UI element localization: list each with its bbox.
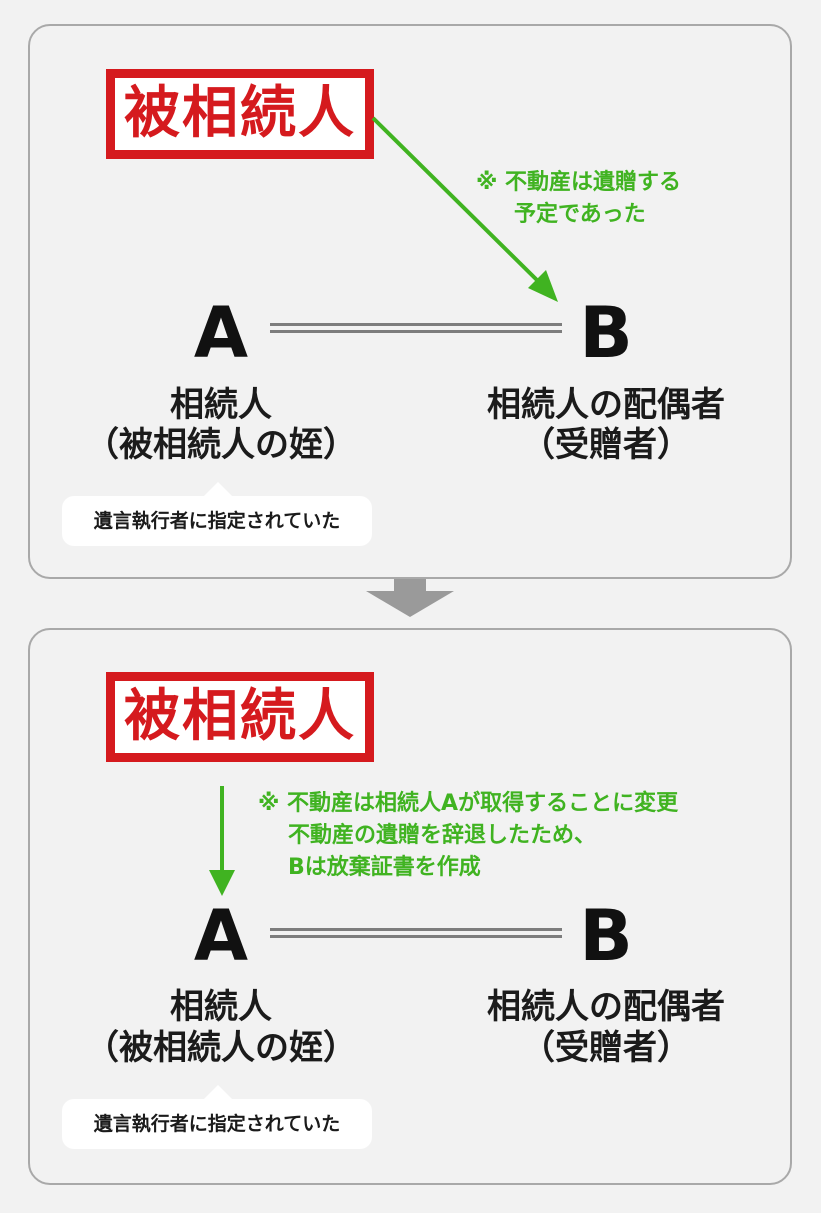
bequest-arrow-before bbox=[371, 116, 558, 302]
person-a-letter-after: A bbox=[193, 895, 249, 977]
person-a-detail-after: （被相続人の姪） bbox=[85, 1028, 357, 1068]
note-line: 予定であった bbox=[514, 202, 646, 227]
person-a-role-after: 相続人 bbox=[170, 987, 272, 1027]
note-before: ※ 不動産は遺贈する 予定であった bbox=[476, 167, 681, 231]
relation-line-after bbox=[270, 928, 562, 938]
person-b-role-after: 相続人の配偶者 bbox=[487, 987, 725, 1027]
note-line: ※ 不動産は遺贈する bbox=[476, 170, 682, 195]
decedent-box-before: 被相続人 bbox=[106, 69, 374, 159]
person-a-role-before: 相続人 bbox=[170, 385, 272, 425]
decedent-label: 被相続人 bbox=[124, 684, 356, 749]
note-line: ※ 不動産は相続人Aが取得することに変更 bbox=[258, 791, 679, 816]
decedent-label: 被相続人 bbox=[124, 81, 356, 146]
person-a-letter-before: A bbox=[193, 292, 249, 374]
decedent-box-after: 被相続人 bbox=[106, 672, 374, 762]
relation-line-before bbox=[270, 323, 562, 333]
note-line: Bは放棄証書を作成 bbox=[288, 855, 481, 880]
note-after: ※ 不動産は相続人Aが取得することに変更 不動産の遺贈を辞退したため、 Bは放棄… bbox=[258, 788, 678, 884]
person-a-detail-before: （被相続人の姪） bbox=[85, 425, 357, 465]
callout-text: 遺言執行者に指定されていた bbox=[93, 1113, 341, 1135]
person-b-letter-before: B bbox=[579, 292, 633, 374]
note-line: 不動産の遺贈を辞退したため、 bbox=[288, 823, 597, 848]
executor-callout-after: 遺言執行者に指定されていた bbox=[62, 1085, 372, 1149]
person-b-detail-after: （受贈者） bbox=[521, 1028, 691, 1068]
person-b-letter-after: B bbox=[579, 895, 633, 977]
callout-text: 遺言執行者に指定されていた bbox=[93, 510, 341, 532]
executor-callout-before: 遺言執行者に指定されていた bbox=[62, 482, 372, 546]
person-b-detail-before: （受贈者） bbox=[521, 425, 691, 465]
transition-arrow-icon bbox=[366, 579, 454, 617]
person-b-role-before: 相続人の配偶者 bbox=[487, 385, 725, 425]
